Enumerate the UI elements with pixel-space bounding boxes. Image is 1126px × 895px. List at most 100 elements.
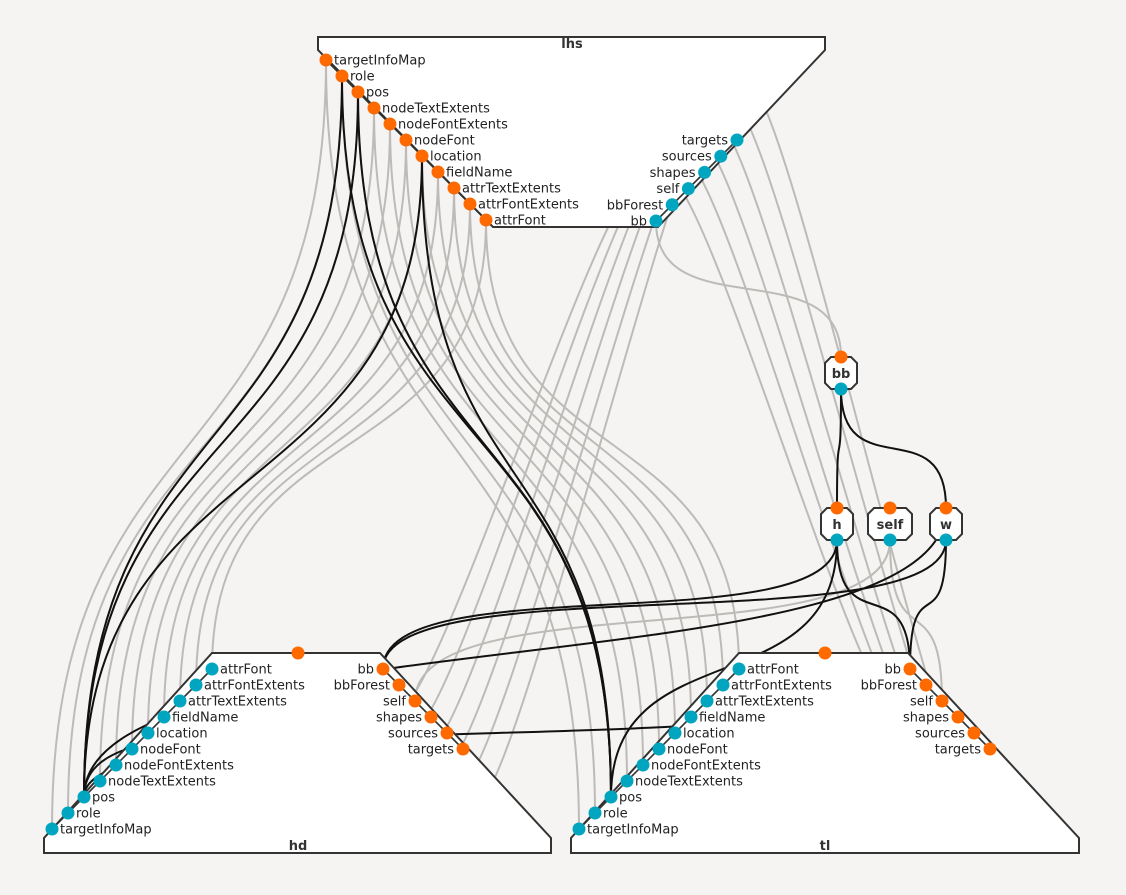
node-self[interactable]: self <box>867 501 913 547</box>
bb-port-in[interactable] <box>834 382 848 396</box>
wire-lhs-tl-target-info-map <box>325 59 580 830</box>
hd-port-role[interactable] <box>61 806 75 820</box>
wire-tl-lhs-bb <box>655 174 911 716</box>
hd-port-bb-forest[interactable] <box>392 678 406 692</box>
wire-lhs-tl-attr-font-extents <box>469 203 724 686</box>
node-hd[interactable]: hd attrFontattrFontExtentsattrTextExtent… <box>43 646 552 855</box>
self-port-out[interactable] <box>883 501 897 515</box>
lhs-port-node-font[interactable] <box>399 133 413 147</box>
lhs-port-attr-font-extents[interactable] <box>463 197 477 211</box>
hd-port-label-sources: sources <box>388 727 438 742</box>
tl-port-shapes[interactable] <box>951 710 965 724</box>
hd-port-sources[interactable] <box>440 726 454 740</box>
lhs-port-label-bb-forest: bbForest <box>607 198 663 213</box>
hd-port-attr-font[interactable] <box>205 662 219 676</box>
self-port-in[interactable] <box>883 533 897 547</box>
tl-port-location[interactable] <box>668 726 682 740</box>
lhs-port-location[interactable] <box>415 149 429 163</box>
lhs-port-label-self: self <box>656 182 679 197</box>
tl-port-attr-text-extents[interactable] <box>700 694 714 708</box>
hd-port-node-font-extents[interactable] <box>109 758 123 772</box>
tl-port-label-targets: targets <box>935 743 982 758</box>
bb-port-out[interactable] <box>834 350 848 364</box>
hd-port-targets[interactable] <box>456 742 470 756</box>
node-tl[interactable]: tl attrFontattrFontExtentsattrTextExtent… <box>570 646 1080 855</box>
node-w[interactable]: w <box>929 501 963 547</box>
lhs-port-sources[interactable] <box>714 149 728 163</box>
tl-port-pos[interactable] <box>604 790 618 804</box>
w-label: w <box>940 518 952 533</box>
wire-black-h-hd <box>382 539 838 670</box>
tl-port-label-node-text-extents: nodeTextExtents <box>635 775 743 790</box>
lhs-port-node-font-extents[interactable] <box>383 117 397 131</box>
tl-port-label-bb: bb <box>884 663 901 678</box>
node-bb[interactable]: bb <box>824 350 858 396</box>
lhs-port-label-node-text-extents: nodeTextExtents <box>382 102 490 117</box>
tl-port-self-out[interactable] <box>818 646 832 660</box>
hd-port-node-font[interactable] <box>125 742 139 756</box>
lhs-port-self[interactable] <box>681 182 695 196</box>
tl-port-sources[interactable] <box>967 726 981 740</box>
tl-port-node-font-extents[interactable] <box>636 758 650 772</box>
h-port-in[interactable] <box>830 533 844 547</box>
hd-port-attr-font-extents[interactable] <box>189 678 203 692</box>
node-h[interactable]: h <box>820 501 854 547</box>
wire-lhs-tl-attr-text-extents <box>453 187 708 702</box>
wire-black-location-hd <box>83 155 423 798</box>
tl-port-label-attr-text-extents: attrTextExtents <box>715 695 814 710</box>
tl-port-role[interactable] <box>588 806 602 820</box>
lhs-port-targets[interactable] <box>730 133 744 147</box>
w-shape <box>929 507 963 541</box>
lhs-port-pos[interactable] <box>351 85 365 99</box>
hd-port-location[interactable] <box>141 726 155 740</box>
bb-shape <box>824 356 858 390</box>
lhs-port-node-text-extents[interactable] <box>367 101 381 115</box>
w-port-in[interactable] <box>939 533 953 547</box>
tl-port-self[interactable] <box>935 694 949 708</box>
tl-port-bb[interactable] <box>903 662 917 676</box>
w-port-out[interactable] <box>939 501 953 515</box>
tl-port-attr-font-extents[interactable] <box>716 678 730 692</box>
tl-port-label-node-font-extents: nodeFontExtents <box>651 759 761 774</box>
hd-port-self[interactable] <box>408 694 422 708</box>
tl-port-attr-font[interactable] <box>732 662 746 676</box>
hd-port-node-text-extents[interactable] <box>93 774 107 788</box>
lhs-port-target-info-map[interactable] <box>319 53 333 67</box>
hd-port-self-out[interactable] <box>291 646 305 660</box>
lhs-port-shapes[interactable] <box>698 165 712 179</box>
tl-port-field-name[interactable] <box>684 710 698 724</box>
tl-port-label-location: location <box>683 727 735 742</box>
tl-port-bb-forest[interactable] <box>919 678 933 692</box>
tl-port-targets[interactable] <box>983 742 997 756</box>
lhs-port-label-shapes: shapes <box>650 166 696 181</box>
hd-port-bb[interactable] <box>376 662 390 676</box>
wire-lhs-hd-node-font-extents <box>115 123 391 766</box>
h-port-out[interactable] <box>830 501 844 515</box>
wire-black-pos-tl <box>357 91 612 798</box>
hd-port-target-info-map[interactable] <box>45 822 59 836</box>
lhs-port-role[interactable] <box>335 69 349 83</box>
tl-port-node-font[interactable] <box>652 742 666 756</box>
hd-port-label-self: self <box>383 695 406 710</box>
wire-black-bb-h <box>836 388 842 509</box>
tl-port-target-info-map[interactable] <box>572 822 586 836</box>
wire-tl-lhs-bb-forest <box>671 155 927 735</box>
hd-port-field-name[interactable] <box>157 710 171 724</box>
lhs-port-field-name[interactable] <box>431 165 445 179</box>
wire-lhs-hd-field-name <box>163 171 439 718</box>
lhs-port-bb-forest[interactable] <box>665 198 679 212</box>
tl-port-label-node-font: nodeFont <box>667 743 728 758</box>
lhs-port-label-node-font-extents: nodeFontExtents <box>398 118 508 133</box>
lhs-port-attr-text-extents[interactable] <box>447 181 461 195</box>
hd-port-label-location: location <box>156 727 208 742</box>
hd-port-shapes[interactable] <box>424 710 438 724</box>
lhs-port-bb[interactable] <box>649 214 663 228</box>
node-lhs[interactable]: lhs targetInfoMaproleposnodeTextExtentsn… <box>317 36 826 230</box>
hd-port-attr-text-extents[interactable] <box>173 694 187 708</box>
tl-port-node-text-extents[interactable] <box>620 774 634 788</box>
wire-lhs-hd-attr-font <box>211 219 487 670</box>
tl-port-label-role: role <box>603 807 628 822</box>
hd-port-pos[interactable] <box>77 790 91 804</box>
hd-port-label-target-info-map: targetInfoMap <box>60 823 152 838</box>
lhs-port-attr-font[interactable] <box>479 213 493 227</box>
